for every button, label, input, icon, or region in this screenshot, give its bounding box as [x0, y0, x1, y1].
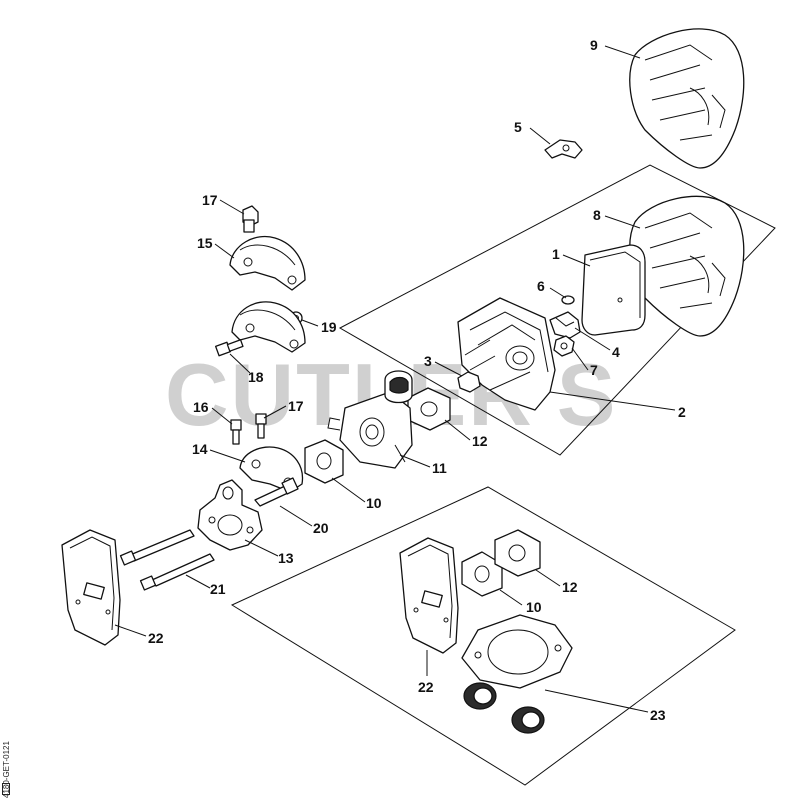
part-8-cover	[629, 195, 745, 337]
callout-16: 16	[193, 399, 209, 415]
part-4-screw	[549, 311, 581, 339]
drawing-code-box	[2, 783, 10, 795]
callout-15: 15	[197, 235, 213, 251]
callout-6: 6	[537, 278, 545, 294]
callout-10-kit: 10	[526, 599, 542, 615]
callout-4: 4	[612, 344, 620, 360]
callout-23: 23	[650, 707, 666, 723]
leader-lines	[114, 45, 676, 713]
callout-5: 5	[514, 119, 522, 135]
callout-10-upper: 10	[366, 495, 382, 511]
part-23-seal-right	[511, 706, 545, 734]
part-9-cover-upper	[629, 28, 745, 169]
callout-22-right: 22	[418, 679, 434, 695]
callout-12-upper: 12	[472, 433, 488, 449]
part-10-gasket-upper	[304, 439, 344, 484]
callout-1: 1	[552, 246, 560, 262]
part-1-air-filter	[581, 244, 646, 336]
part-2-filter-housing	[457, 297, 556, 411]
part-3-lever	[457, 371, 481, 393]
part-21-bolt-upper	[119, 529, 195, 566]
part-21-bolt-lower	[139, 553, 215, 591]
callout-7: 7	[590, 362, 598, 378]
part-22-heat-shield-left	[61, 529, 121, 646]
part-16-screw	[230, 419, 242, 445]
callout-11: 11	[432, 460, 447, 476]
part-20-screw	[254, 477, 299, 507]
part-18-screw	[215, 339, 244, 357]
part-13-bracket	[197, 479, 263, 551]
callout-14: 14	[192, 441, 208, 457]
callout-19: 19	[321, 319, 337, 335]
callout-22-left: 22	[148, 630, 164, 646]
callout-3: 3	[424, 353, 432, 369]
part-22-heat-shield-right	[399, 537, 459, 654]
part-5-clip	[544, 139, 583, 159]
part-10-gasket-kit	[461, 551, 503, 597]
callout-18: 18	[248, 369, 264, 385]
part-17-screw-lower	[255, 413, 267, 439]
callout-2: 2	[678, 404, 686, 420]
part-23-cylinder-gasket	[461, 614, 573, 689]
callout-13: 13	[278, 550, 294, 566]
callout-20: 20	[313, 520, 329, 536]
part-6-nut	[561, 295, 575, 305]
callout-8: 8	[593, 207, 601, 223]
callout-12-kit: 12	[562, 579, 578, 595]
part-12-gasket-kit	[494, 529, 541, 577]
part-7-nut	[553, 335, 575, 357]
callout-9: 9	[590, 37, 598, 53]
assembly-box-2	[338, 164, 776, 456]
callout-21: 21	[210, 581, 226, 597]
callout-labels: 9 5 8 1 6 4 7 2 3 12 11 10 17 15 19 18 1…	[148, 37, 686, 723]
part-23-seal-left	[463, 682, 497, 710]
part-11-carburetor	[327, 370, 413, 469]
part-17-screw-upper	[242, 205, 259, 233]
callout-17-lower: 17	[288, 398, 304, 414]
callout-17-upper: 17	[202, 192, 218, 208]
part-15-intake-flange	[229, 236, 306, 291]
assembly-box-23	[230, 486, 736, 786]
part-15b-intake-flange-lower	[231, 301, 306, 353]
